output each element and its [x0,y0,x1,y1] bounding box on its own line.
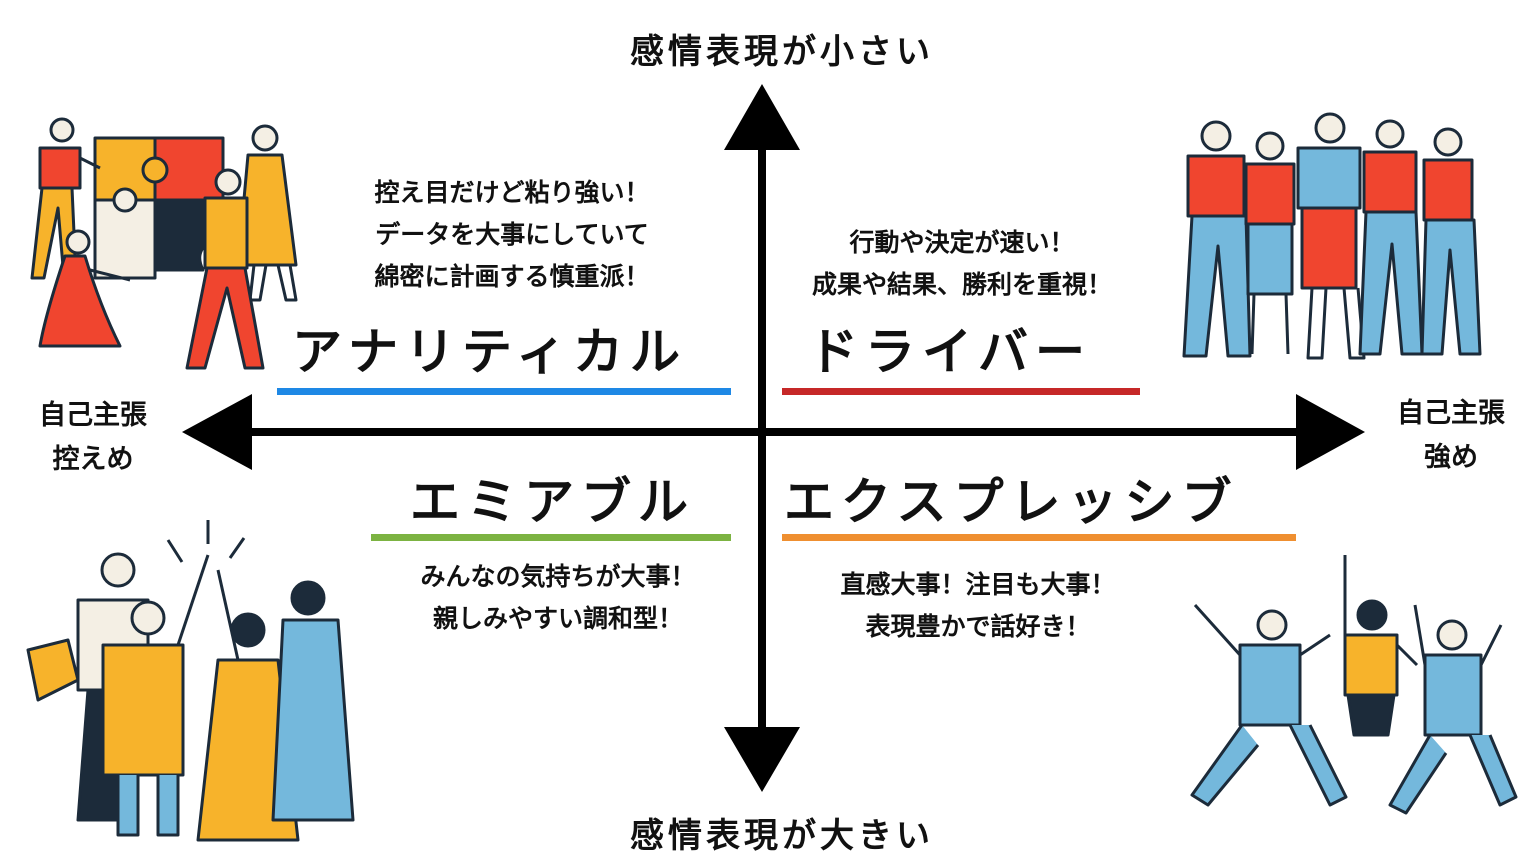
driver-desc-line1: 行動や決定が速い！ [849,228,1075,257]
driver-desc-line2: 成果や結果、勝利を重視！ [811,270,1112,299]
analytical-type-name: アナリティカル [292,323,687,381]
analytical-desc-line1: 控え目だけど粘り強い！ [374,178,650,207]
analytical-underline [277,388,731,395]
driver-description: 行動や決定が速い！ 成果や結果、勝利を重視！ [782,222,1142,306]
top-axis-label: 感情表現が小さい [630,32,934,72]
down-arrow-head [724,727,800,792]
expressive-type-name: エクスプレッシブ [784,473,1239,531]
right-axis-label-line2: 強め [1424,442,1478,473]
analytical-description: 控え目だけど粘り強い！ データを大事にしていて 綿密に計画する慎重派！ [332,172,692,298]
right-axis-label-line1: 自己主張 [1397,398,1505,429]
driver-underline [782,388,1140,395]
business-team-illustration [1182,112,1482,360]
analytical-desc-line2: データを大事にしていて [375,220,649,249]
amiable-underline [371,534,731,541]
amiable-desc-line1: みんなの気持ちが大事！ [420,562,696,591]
bottom-axis-label: 感情表現が大きい [630,816,934,856]
left-axis-label-line1: 自己主張 [39,400,147,431]
analytical-desc-line3: 綿密に計画する慎重派！ [374,262,650,291]
right-axis-label: 自己主張 強め [1366,392,1536,480]
jumping-team-illustration [1190,555,1518,815]
expressive-desc-line2: 表現豊かで話好き！ [865,612,1091,641]
amiable-type-name: エミアブル [410,473,695,531]
left-axis-label-line2: 控えめ [52,444,134,475]
right-arrow-head [1296,394,1365,470]
amiable-desc-line2: 親しみやすい調和型！ [432,604,683,633]
amiable-description: みんなの気持ちが大事！ 親しみやすい調和型！ [378,556,738,640]
up-arrow-head [724,84,800,150]
expressive-description: 直感大事！注目も大事！ 表現豊かで話好き！ [798,564,1158,648]
left-arrow-head [182,394,252,470]
driver-type-name: ドライバー [808,323,1092,381]
expressive-desc-line1: 直感大事！注目も大事！ [840,570,1116,599]
high-five-team-illustration [26,520,355,842]
expressive-underline [782,534,1296,541]
puzzle-team-illustration [30,117,298,370]
left-axis-label: 自己主張 控えめ [8,394,178,482]
